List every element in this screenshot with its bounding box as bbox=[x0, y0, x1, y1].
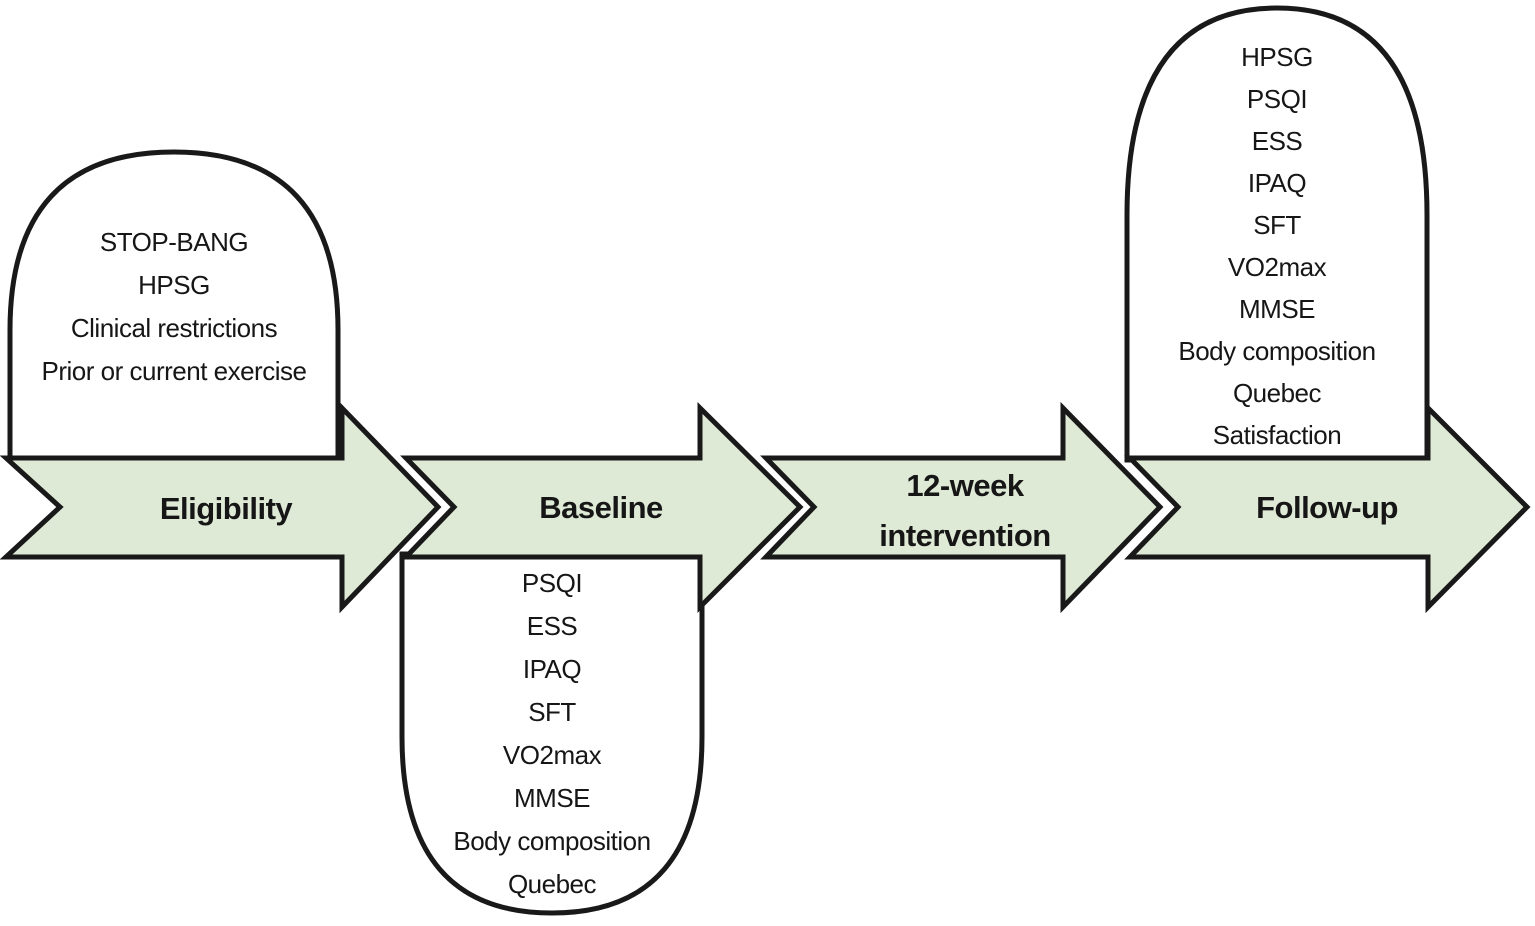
stage-label-baseline: Baseline bbox=[539, 490, 663, 525]
callout-item: MMSE bbox=[1239, 294, 1316, 324]
arrow-eligibility bbox=[0, 401, 442, 614]
stage-label-intervention: 12-week intervention bbox=[815, 461, 1115, 561]
callout-item: Clinical restrictions bbox=[70, 313, 278, 343]
arrow-followup bbox=[1124, 401, 1531, 614]
callout-item: SFT bbox=[1253, 210, 1301, 240]
callout-item: PSQI bbox=[1246, 84, 1308, 114]
callout-item: Quebec bbox=[1232, 378, 1322, 408]
stage-label-eligibility: Eligibility bbox=[159, 491, 293, 526]
callout-item: HPSG bbox=[1241, 42, 1313, 72]
eligibility-callout-shape bbox=[7, 149, 341, 463]
followup-callout-list: HPSG PSQI ESS IPAQ SFT VO2max MMSE Body … bbox=[1137, 36, 1417, 456]
callout-item: MMSE bbox=[514, 783, 591, 813]
callout-item: STOP-BANG bbox=[99, 227, 249, 257]
callout-item: HPSG bbox=[138, 270, 210, 300]
stage-label-intervention-line2: intervention bbox=[879, 518, 1051, 553]
callout-item: SFT bbox=[528, 697, 576, 727]
callout-item: ESS bbox=[526, 611, 578, 641]
arrow-baseline bbox=[400, 402, 804, 614]
callout-item: IPAQ bbox=[522, 654, 582, 684]
callout-item: ESS bbox=[1251, 126, 1303, 156]
callout-item: IPAQ bbox=[1247, 168, 1307, 198]
callout-item: Prior or current exercise bbox=[41, 356, 307, 386]
baseline-callout-shape bbox=[399, 551, 705, 916]
callout-item: VO2max bbox=[502, 740, 602, 770]
callout-item: Quebec bbox=[507, 869, 597, 899]
callout-item: VO2max bbox=[1227, 252, 1327, 282]
callout-item: Satisfaction bbox=[1212, 420, 1342, 450]
eligibility-callout-list: STOP-BANG HPSG Clinical restrictions Pri… bbox=[34, 221, 314, 393]
stage-label-intervention-line1: 12-week bbox=[906, 468, 1024, 503]
stage-label-followup: Follow-up bbox=[1256, 490, 1398, 525]
callout-item: Body composition bbox=[1178, 336, 1376, 366]
callout-item: PSQI bbox=[521, 568, 583, 598]
followup-callout-shape bbox=[1124, 5, 1430, 463]
callout-item: Body composition bbox=[453, 826, 651, 856]
baseline-callout-list: PSQI ESS IPAQ SFT VO2max MMSE Body compo… bbox=[412, 562, 692, 906]
arrow-intervention bbox=[760, 401, 1164, 614]
